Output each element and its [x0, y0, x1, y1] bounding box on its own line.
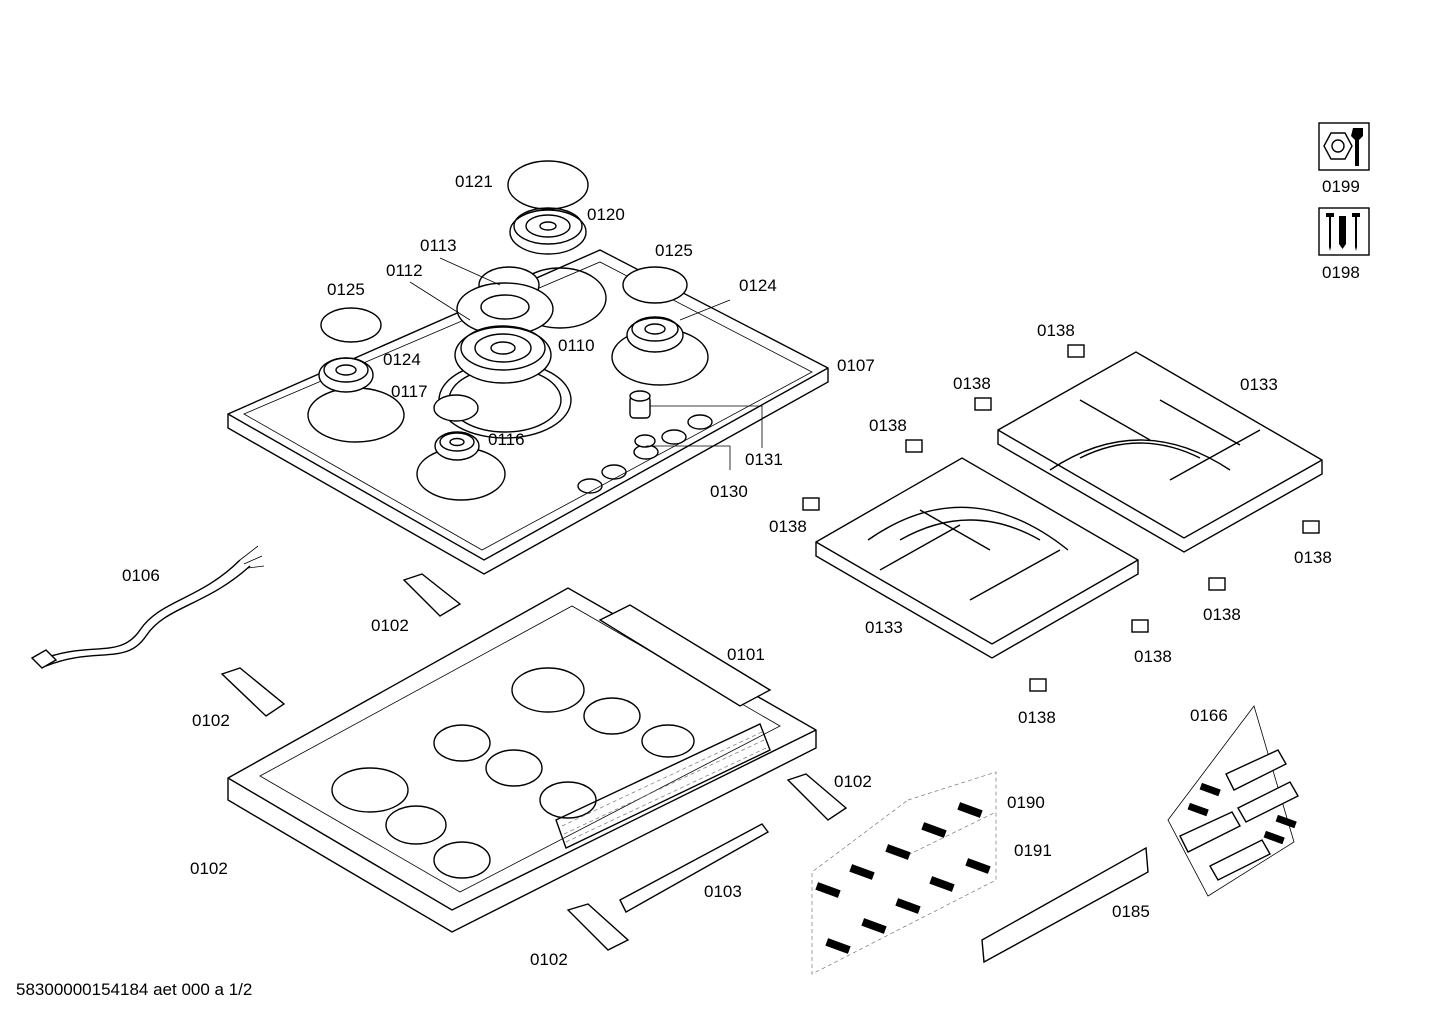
- callout-0102: 0102: [192, 711, 230, 730]
- control-knob: [629, 390, 651, 419]
- burner-cap-left: [320, 307, 382, 343]
- document-id: 58300000154184 aet 000 a 1/2: [16, 980, 253, 999]
- callout-0133: 0133: [1240, 375, 1278, 394]
- callout-0106: 0106: [122, 566, 160, 585]
- callout-0110: 0110: [558, 336, 595, 355]
- callout-0124: 0124: [383, 350, 421, 369]
- callout-0185: 0185: [1112, 902, 1150, 921]
- callout-0125: 0125: [327, 280, 365, 299]
- callout-0138: 0138: [1203, 605, 1241, 624]
- callout-0198: 0198: [1322, 263, 1360, 282]
- callout-0102: 0102: [834, 772, 872, 791]
- callout-0138: 0138: [769, 517, 807, 536]
- callout-0103: 0103: [704, 882, 742, 901]
- burner-head-right: [626, 316, 684, 353]
- callout-labels: 0121 0120 0113 0112 0125 0125 0124 0124 …: [122, 172, 1360, 969]
- callout-0124: 0124: [739, 276, 777, 295]
- screw-set: [811, 771, 997, 975]
- callout-0191: 0191: [1014, 841, 1052, 860]
- callout-0131: 0131: [745, 450, 783, 469]
- burner-head-wok: [454, 325, 552, 384]
- power-cable: [30, 545, 265, 669]
- callout-0102: 0102: [530, 950, 568, 969]
- burner-head-small: [434, 431, 480, 461]
- burner-head-large: [509, 207, 587, 255]
- base-tray: [227, 587, 817, 933]
- mounting-kit: [1167, 705, 1299, 897]
- burner-cap-right: [622, 266, 688, 304]
- burner-head-left: [318, 357, 374, 393]
- callout-0138: 0138: [1134, 647, 1172, 666]
- vent-holes: [561, 731, 767, 843]
- callout-0102: 0102: [190, 859, 228, 878]
- callout-0199: 0199: [1322, 177, 1360, 196]
- callout-0121: 0121: [455, 172, 493, 191]
- callout-0120: 0120: [587, 205, 625, 224]
- callout-0138: 0138: [869, 416, 907, 435]
- callout-0166: 0166: [1190, 706, 1228, 725]
- callout-0117: 0117: [391, 382, 428, 401]
- fixing-clip: [220, 573, 848, 951]
- knob-ring: [634, 434, 656, 448]
- callout-0113: 0113: [420, 236, 457, 255]
- sealing-strip: [619, 823, 770, 913]
- callout-0116: 0116: [488, 430, 525, 449]
- rubber-foot: [802, 344, 1320, 692]
- callout-0112: 0112: [386, 261, 423, 280]
- callout-0125: 0125: [655, 241, 693, 260]
- leader-lines: [409, 257, 763, 470]
- pan-support-right: [997, 351, 1323, 553]
- screws-icon: [1318, 207, 1370, 256]
- pan-support-left: [815, 457, 1139, 659]
- callout-0101: 0101: [727, 645, 765, 664]
- callout-0138: 0138: [953, 374, 991, 393]
- callout-0102: 0102: [371, 616, 409, 635]
- callout-0138: 0138: [1037, 321, 1075, 340]
- burner-cap-small: [433, 394, 479, 422]
- callout-0133: 0133: [865, 618, 903, 637]
- callout-0190: 0190: [1007, 793, 1045, 812]
- wrench-nut-icon: [1318, 122, 1370, 171]
- burner-cap-large: [507, 160, 589, 210]
- callout-0138: 0138: [1018, 708, 1056, 727]
- callout-0130: 0130: [710, 482, 748, 501]
- callout-0138: 0138: [1294, 548, 1332, 567]
- burner-cap-wok-outer: [456, 282, 554, 336]
- callout-0107: 0107: [837, 356, 875, 375]
- label-strip: [981, 846, 1149, 964]
